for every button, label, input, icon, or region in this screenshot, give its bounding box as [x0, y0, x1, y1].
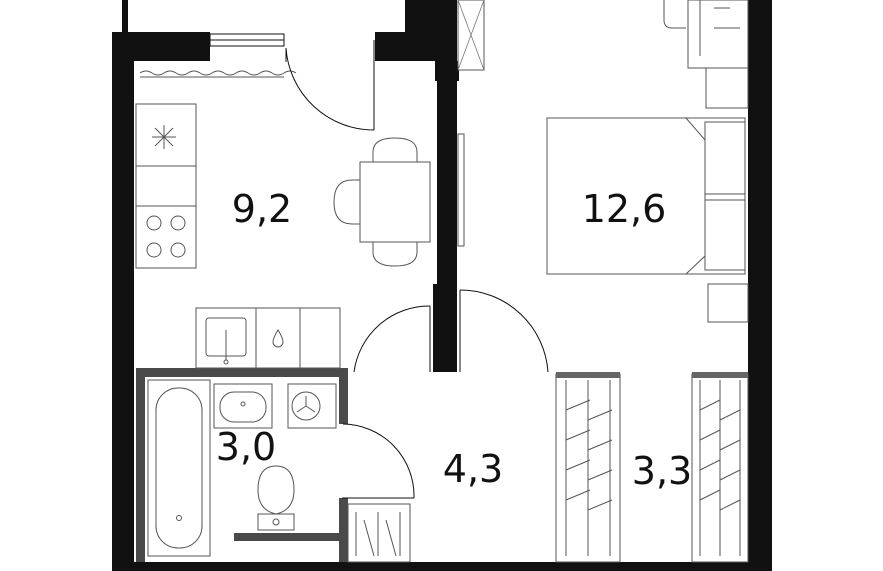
washing-machine-icon — [287, 383, 337, 429]
wardrobe-area-label: 3,3 — [632, 449, 692, 493]
walls — [112, 0, 772, 571]
wardrobe-right — [691, 372, 749, 563]
hall — [342, 305, 431, 563]
desk-icon — [663, 0, 749, 109]
bathtub-icon — [147, 379, 211, 557]
bathroom-walls — [136, 368, 348, 562]
toilet-icon — [257, 465, 295, 531]
bathroom — [147, 379, 337, 557]
dining-table-icon — [333, 137, 431, 267]
cooktop-icon — [146, 215, 186, 258]
radiator — [139, 70, 297, 76]
door-swing-bedroom — [459, 289, 549, 373]
wardrobe-left — [555, 372, 621, 563]
bathroom-area-label: 3,0 — [216, 425, 276, 469]
nightstand — [707, 283, 749, 323]
bedroom — [457, 0, 749, 373]
window-bedroom-top — [457, 0, 485, 71]
bedroom-area-label: 12,6 — [582, 187, 667, 231]
door-swing-kitchen — [285, 47, 375, 131]
hall-area-label: 4,3 — [443, 447, 503, 491]
door-swing-bathroom — [342, 423, 415, 499]
fridge-icon — [152, 125, 176, 149]
kitchen-area-label: 9,2 — [232, 187, 292, 231]
kitchen-sink-icon — [205, 317, 247, 365]
door-swing-kitchen-hall — [353, 305, 431, 373]
kitchen — [135, 40, 431, 369]
entry-cabinet — [347, 503, 411, 563]
double-bed-icon — [546, 117, 746, 275]
washbasin-icon — [213, 383, 273, 429]
window-kitchen — [209, 33, 285, 47]
drop-icon — [272, 329, 284, 348]
